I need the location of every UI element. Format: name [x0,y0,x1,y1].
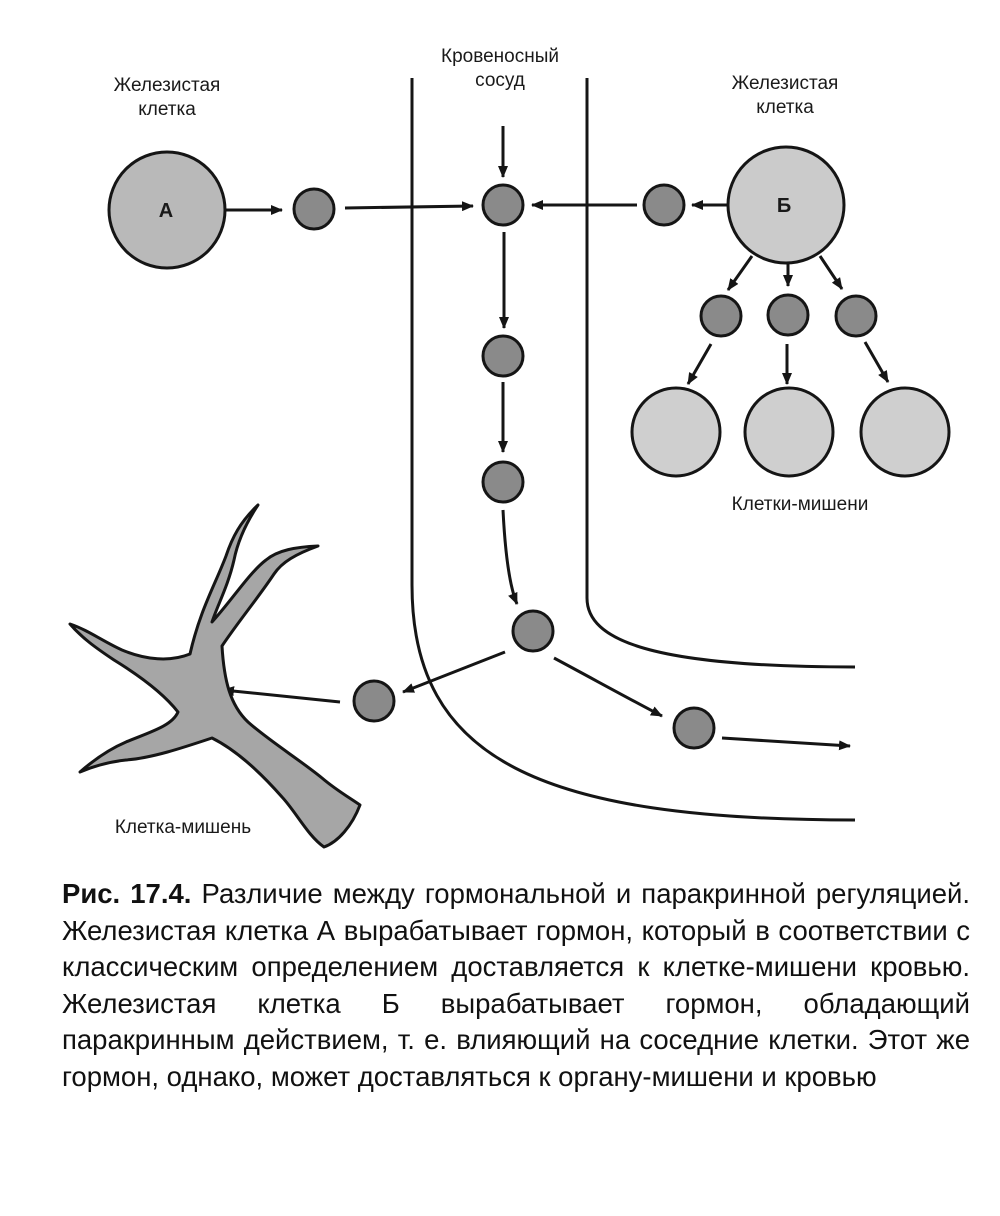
target-cell-middle [743,386,835,478]
hormone-paracrine-left [699,294,743,338]
label-gland-cell-b: Железистая клетка [731,73,839,118]
hormone-blood-2 [481,460,525,504]
arrow-hormone-to-vessel [344,201,474,212]
gland-cell-b-letter: Б [777,195,791,217]
figure-number: Рис. 17.4. [62,878,192,909]
hormone-blood-1 [481,334,525,378]
gland-cell-a-letter: А [159,200,173,222]
hormone-paracrine-right [834,294,878,338]
arrow-blood-3 [501,509,519,605]
arrow-to-target-cell [222,686,341,704]
label-blood-vessel: Кровеносный сосуд [441,46,559,91]
vessel-wall-outer [410,78,856,822]
label-target-cell: Клетка-мишень [114,817,252,838]
target-neuron-cell [68,503,362,849]
figure-caption: Рис. 17.4. Различие между гормональной и… [62,876,970,1095]
label-gland-cell-a: Железистая клетка [113,75,221,120]
arrow-b-to-paracrine-left [726,255,754,291]
vessel-wall-inner [585,78,856,669]
hormone-molecules [292,183,878,750]
paracrine-target-cells [630,386,951,478]
caption-text: Различие между гормональной и паракрин­н… [62,878,970,1092]
arrow-to-left-hormone [402,650,506,694]
hormone-diagram: А Б Железистая клетка Кровеносный с [68,46,951,849]
hormone-blood-3 [511,609,555,653]
hormone-a-released [292,187,336,231]
gland-cell-b: Б [726,145,846,265]
hormone-paracrine-mid [766,293,810,337]
label-target-cells: Клетки-мишени [731,494,869,515]
arrows [222,126,890,751]
hormone-vessel-entry [481,183,525,227]
arrow-paracrine-to-target-left [686,343,713,385]
hormone-b-released [642,183,686,227]
gland-cell-a: А [107,150,227,270]
hormone-to-target-cell [352,679,396,723]
diagram-canvas: А Б [68,78,951,849]
target-cell-left [630,386,722,478]
hormone-to-organ [672,706,716,750]
target-cell-right [859,386,951,478]
arrow-paracrine-to-target-right [863,341,890,383]
arrow-b-to-paracrine-right [818,255,844,290]
arrow-to-organ [721,736,851,751]
arrow-to-right-hormone [553,656,663,718]
blood-vessel [410,78,856,822]
